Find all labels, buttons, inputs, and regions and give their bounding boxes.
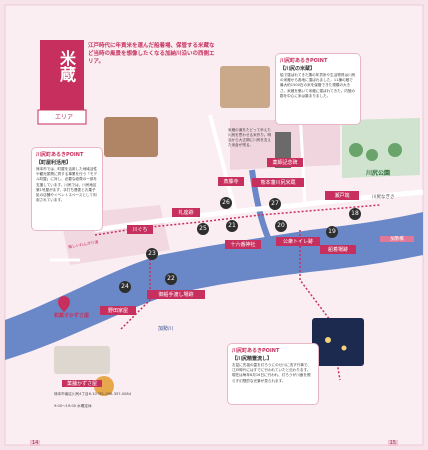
- spot-label-box-19: [320, 245, 356, 254]
- shop-name: 菓舗かずさ屋: [62, 380, 102, 387]
- title-box: [40, 40, 84, 120]
- spot-num-19: 19: [328, 228, 336, 235]
- tree-icon: [366, 149, 378, 161]
- spot-marker-22[interactable]: [165, 273, 177, 285]
- spot-marker-20[interactable]: [275, 220, 287, 232]
- shop-info: 熊本市南区川尻4丁目6-10 TEL.096-357-0084: [54, 392, 131, 396]
- tip-callout-machiya: 川尻町あるきPOINT 【町屋利活用】 熊本市では、町屋を活用した地域活性や観光…: [32, 148, 102, 230]
- lantern-icon: [325, 337, 331, 343]
- spot-label-box-18: [325, 191, 359, 200]
- rice-storehouse-photo: [220, 66, 270, 108]
- spot-name-27: 熊本藩川尻米蔵: [260, 180, 296, 186]
- spot-num-22: 22: [167, 275, 175, 282]
- spot-marker-19[interactable]: [326, 226, 338, 238]
- shop-photo: [54, 346, 110, 374]
- east-label: 川尻なぎさ: [372, 195, 395, 200]
- spot-name-23: 川ぐち: [132, 227, 148, 233]
- park-caption: 米蔵の道をたどって歩えた川尻を思わせる米作り。明治から大正期に川尻を支えた米倉が…: [228, 128, 272, 147]
- spot-label-box-24: [100, 306, 136, 315]
- tip-callout-rice-storehouse: 川尻町あるきPOINT 【川尻の米蔵】 船で運ばれてきた藩の年貢米や生活物資は川…: [276, 54, 360, 124]
- spot-marker-26[interactable]: [220, 197, 232, 209]
- tip-body: 熊本市では、町屋を活用した地域活性や観光振興に資する事業を行う「モデル町屋」に対…: [36, 167, 98, 203]
- spot-markers: [119, 197, 361, 293]
- spot-name-19: 船着場跡: [327, 247, 348, 253]
- spot-name-18: 瀬戸端: [334, 193, 350, 199]
- spot-num-27: 27: [271, 200, 279, 207]
- road-north: [208, 114, 237, 211]
- spot-marker-18[interactable]: [349, 208, 361, 220]
- tip-head: 川尻町あるきPOINT: [280, 58, 328, 64]
- spot-labels: [100, 158, 359, 315]
- walking-route-south: [299, 230, 341, 381]
- spot-num-21: 21: [228, 222, 236, 229]
- spot-marker-21[interactable]: [226, 220, 238, 232]
- tip-callout-lanterns: 川尻町あるきPOINT 【川尻精霊流し】 お盆に先祖の霊を灯ろうにのせ川に流す行…: [228, 344, 318, 404]
- spot-label-box-21: [225, 240, 261, 249]
- page-number-left: 14: [30, 440, 41, 446]
- spot-name-21: 十六番神社: [230, 242, 256, 248]
- machiya-photo: [104, 117, 158, 157]
- spot-name-22: 御船手渡し場跡: [158, 292, 194, 298]
- area-tag: エリア: [54, 114, 73, 121]
- spot-label-box-27: [252, 178, 304, 187]
- page-number-right: 15: [387, 440, 398, 446]
- spot-marker-23[interactable]: [146, 248, 158, 260]
- tip-body: 船で運ばれてきた藩の年貢米や生活物資は川尻の米蔵から各地に運ばれました。11棟の…: [280, 73, 356, 98]
- tip-sub: 【川尻の米蔵】: [280, 66, 316, 72]
- park-area: [342, 118, 420, 178]
- spot-name-20: 公衆トイレ跡: [282, 239, 313, 245]
- spot-num-23: 23: [148, 250, 156, 257]
- shop-pin-label: 和菓子かずさ屋: [54, 313, 90, 319]
- river-label: 加勢川: [158, 326, 174, 332]
- bridge-label: 加勢橋: [380, 236, 414, 242]
- spot-marker-27[interactable]: [269, 198, 281, 210]
- tip-body: お盆に先祖の霊を灯ろうにのせ川に流す行事で、江戸時代にはすでに行われていたと伝わ…: [232, 363, 311, 383]
- memorial-label: 薬師記念碑: [272, 160, 298, 166]
- park-label: 川尻公園: [366, 170, 391, 177]
- kase-river: [5, 212, 423, 360]
- walking-route: [119, 255, 151, 331]
- spot-name-25: 札座跡: [178, 210, 194, 216]
- spot-label-box-23: [127, 225, 153, 234]
- spot-label-box-26: [218, 177, 244, 186]
- main-road: [94, 189, 424, 233]
- lantern-photo: [312, 318, 364, 366]
- spot-marker-24[interactable]: [119, 281, 131, 293]
- area-title-block: [37, 40, 87, 125]
- area-tag-box: [37, 109, 87, 125]
- area-description: 江戸時代に年貢米を運んだ船着場、保管する米蔵など当時の風景を想像したくなる加納川…: [88, 43, 215, 65]
- spot-name-24: 野田家屋: [107, 308, 128, 314]
- spot-name-26: 斎藤寺: [223, 179, 239, 185]
- lantern-icon: [341, 345, 347, 351]
- tree-icon: [349, 143, 363, 157]
- shop-pin-icon: [58, 296, 70, 312]
- spot-label-box-25: [172, 208, 200, 217]
- spot-num-18: 18: [351, 210, 359, 217]
- spot-num-25: 25: [199, 225, 207, 232]
- shop-hours: 9:00〜19:00 水曜定休: [54, 404, 92, 408]
- tip-head: 川尻町あるきPOINT: [232, 348, 280, 354]
- tree-icon: [388, 143, 402, 157]
- tip-head: 川尻町あるきPOINT: [36, 152, 84, 158]
- spot-num-20: 20: [277, 222, 285, 229]
- tip-sub: 【川尻精霊流し】: [232, 356, 273, 362]
- spot-label-box-22: [147, 290, 205, 299]
- spot-label-box-20: [276, 237, 320, 246]
- spot-marker-25[interactable]: [197, 223, 209, 235]
- road-north-2: [298, 109, 307, 206]
- tip-sub: 【町屋利活用】: [36, 160, 72, 166]
- label-box-memorial: [267, 158, 303, 167]
- area-title: 米蔵: [57, 50, 76, 82]
- spot-num-26: 26: [222, 199, 230, 206]
- spot-num-24: 24: [121, 283, 129, 290]
